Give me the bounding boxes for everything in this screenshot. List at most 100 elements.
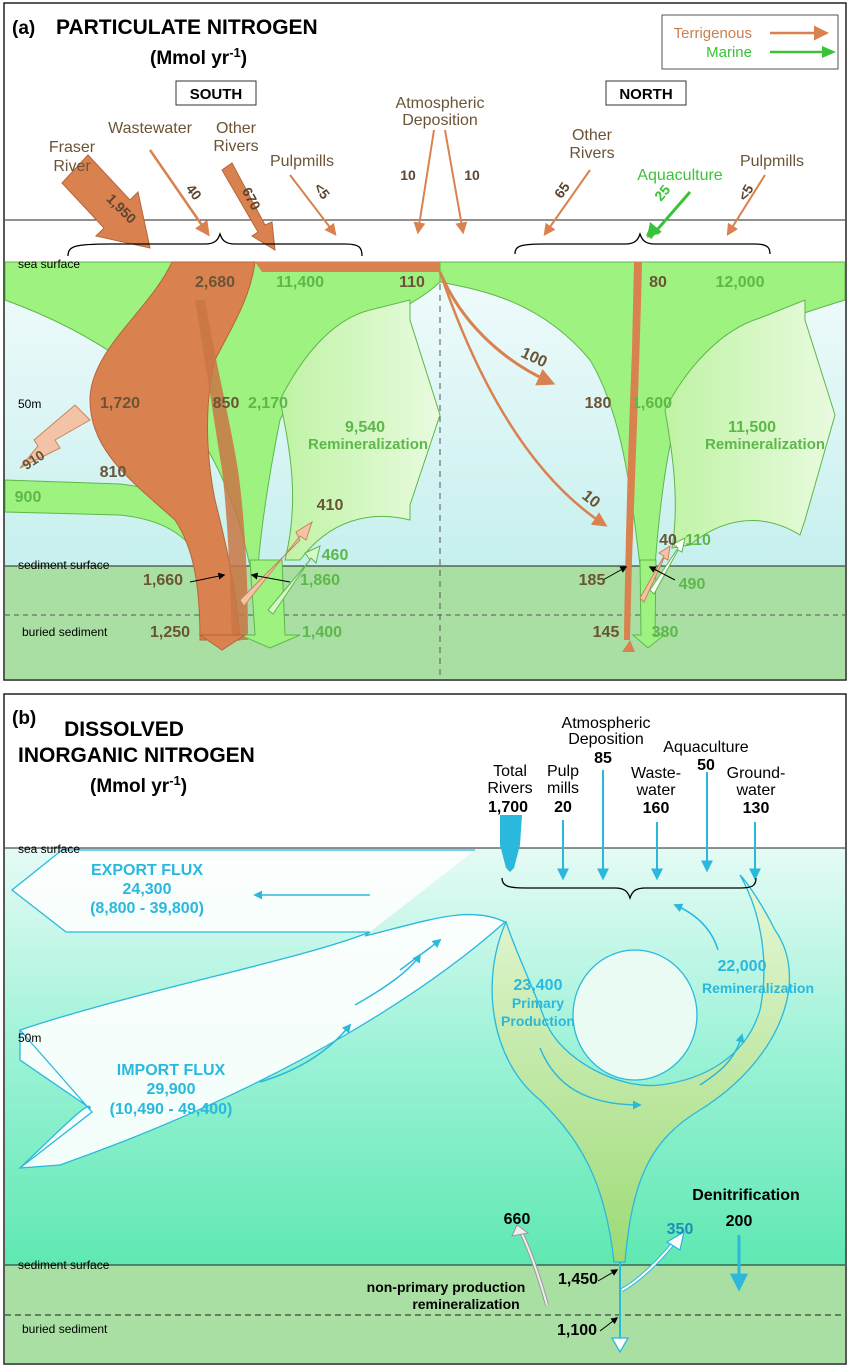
atm-dep-b-value: 85 — [594, 750, 612, 767]
wastewater-b-value: 160 — [643, 800, 670, 817]
south-remin-return-terr: 410 — [317, 497, 344, 514]
remineralization-b-label: Remineralization — [702, 980, 814, 996]
wastewater-b-label-1: Waste- — [631, 765, 681, 782]
npp-remin-label-2: remineralization — [412, 1296, 519, 1312]
north-marine-mid: 1,600 — [632, 395, 672, 412]
aquaculture-label: Aquaculture — [637, 167, 722, 184]
total-rivers-label-2: Rivers — [487, 780, 532, 797]
npp-remin-label-1: non-primary production — [367, 1279, 526, 1295]
depth-50m-label-a: 50m — [18, 397, 41, 411]
wastewater-b-label-2: water — [635, 782, 676, 799]
atm-label-1: Atmospheric — [396, 95, 485, 112]
total-rivers-label-1: Total — [493, 763, 527, 780]
other-rivers-south-label-2: Rivers — [213, 138, 258, 155]
atm-north-value: 10 — [464, 167, 480, 183]
atm-dep-b-label-2: Deposition — [568, 731, 644, 748]
legend-box — [661, 14, 839, 70]
import-flux-label: IMPORT FLUX — [117, 1062, 226, 1079]
buried-sediment-label-b: buried sediment — [22, 1322, 108, 1336]
buried-sediment-label-a: buried sediment — [22, 625, 108, 639]
sediment-up-grey-value: 660 — [504, 1211, 531, 1228]
south-sed-terr: 1,660 — [143, 572, 183, 589]
south-remin-value: 9,540 — [345, 419, 385, 436]
import-flux-value: 29,900 — [147, 1081, 196, 1098]
groundwater-label-1: Ground- — [727, 765, 786, 782]
primary-production-value: 23,400 — [514, 977, 563, 994]
remineralization-b-value: 22,000 — [718, 958, 767, 975]
south-terr-surface: 2,680 — [195, 274, 235, 291]
south-terr-mid-right: 850 — [213, 395, 240, 412]
legend-terrigenous-label: Terrigenous — [674, 25, 752, 42]
south-atm-surface: 110 — [399, 274, 425, 291]
fraser-label-1: Fraser — [49, 139, 96, 156]
other-rivers-north-label-1: Other — [572, 127, 613, 144]
legend-marine-label: Marine — [706, 44, 752, 61]
primary-production-label-1: Primary — [512, 995, 564, 1011]
sediment-up-blue-value: 350 — [667, 1221, 694, 1238]
denitrification-value: 200 — [726, 1213, 753, 1230]
south-remin-return-marine: 460 — [322, 547, 349, 564]
aquaculture-b-label: Aquaculture — [663, 739, 748, 756]
atm-label-2: Deposition — [402, 112, 478, 129]
north-sed-marine: 490 — [679, 576, 706, 593]
south-buried-terr: 1,250 — [150, 624, 190, 641]
other-rivers-south-label-1: Other — [216, 120, 257, 137]
buried-b-value: 1,100 — [557, 1322, 597, 1339]
sediment-surface-label-a: sediment surface — [18, 558, 110, 572]
south-marine-surface: 11,400 — [276, 274, 324, 291]
north-marine-surface: 12,000 — [716, 274, 765, 291]
export-flux-label: EXPORT FLUX — [91, 862, 203, 879]
south-buried-marine: 1,400 — [302, 624, 342, 641]
denitrification-label: Denitrification — [692, 1187, 800, 1204]
north-sed-terr: 185 — [579, 572, 606, 589]
groundwater-value: 130 — [743, 800, 770, 817]
south-marine-mid: 2,170 — [248, 395, 288, 412]
sea-surface-label-a: sea surface — [18, 257, 80, 271]
panel-a-units: (Mmol yr-1) — [150, 45, 247, 70]
import-flux-range: (10,490 - 49,400) — [110, 1101, 233, 1118]
south-terr-low: 810 — [100, 464, 127, 481]
export-flux-value: 24,300 — [123, 881, 172, 898]
panel-b: (b) DISSOLVED INORGANIC NITROGEN (Mmol y… — [3, 693, 847, 1365]
panel-b-title-1: DISSOLVED — [64, 718, 184, 741]
north-label: NORTH — [619, 86, 672, 103]
panel-b-sediment — [5, 1265, 845, 1363]
depth-50m-label-b: 50m — [18, 1031, 41, 1045]
panel-a: (a) PARTICULATE NITROGEN (Mmol yr-1) Ter… — [3, 2, 847, 681]
south-marine-import: 900 — [15, 489, 42, 506]
aquaculture-b-value: 50 — [697, 757, 715, 774]
north-buried-terr: 145 — [593, 624, 620, 641]
north-remin-value: 11,500 — [728, 419, 776, 436]
atm-dep-b-label-1: Atmospheric — [562, 715, 651, 732]
primary-production-label-2: Production — [501, 1013, 575, 1029]
atm-south-value: 10 — [400, 167, 416, 183]
pulpmills-north-label: Pulpmills — [740, 153, 804, 170]
sea-surface-label-b: sea surface — [18, 842, 80, 856]
panel-b-tag: (b) — [12, 708, 36, 729]
north-remin-label: Remineralization — [705, 436, 825, 453]
north-terr-mid: 180 — [585, 395, 612, 412]
north-return-marine: 110 — [685, 532, 711, 549]
sediment-surface-label-b: sediment surface — [18, 1258, 110, 1272]
wastewater-label: Wastewater — [108, 120, 193, 137]
groundwater-label-2: water — [735, 782, 776, 799]
other-rivers-north-label-2: Rivers — [569, 145, 614, 162]
pulpmills-south-label: Pulpmills — [270, 153, 334, 170]
south-terr-mid-left: 1,720 — [100, 395, 140, 412]
panel-a-tag: (a) — [12, 18, 35, 39]
fraser-label-2: River — [53, 158, 91, 175]
pulp-mills-label-2: mills — [547, 780, 579, 797]
panel-b-title-2: INORGANIC NITROGEN — [18, 744, 255, 767]
export-flux-range: (8,800 - 39,800) — [90, 900, 204, 917]
panel-b-units: (Mmol yr-1) — [90, 773, 187, 798]
pulp-mills-label-1: Pulp — [547, 763, 579, 780]
south-remin-label: Remineralization — [308, 436, 428, 453]
north-terr-surface: 80 — [649, 274, 667, 291]
panel-a-title: PARTICULATE NITROGEN — [56, 16, 318, 39]
total-rivers-value: 1,700 — [488, 799, 528, 816]
panel-a-sediment — [5, 566, 845, 679]
sediment-flux-value: 1,450 — [558, 1271, 598, 1288]
north-return-terr: 40 — [659, 532, 677, 549]
pulp-mills-value: 20 — [554, 799, 572, 816]
